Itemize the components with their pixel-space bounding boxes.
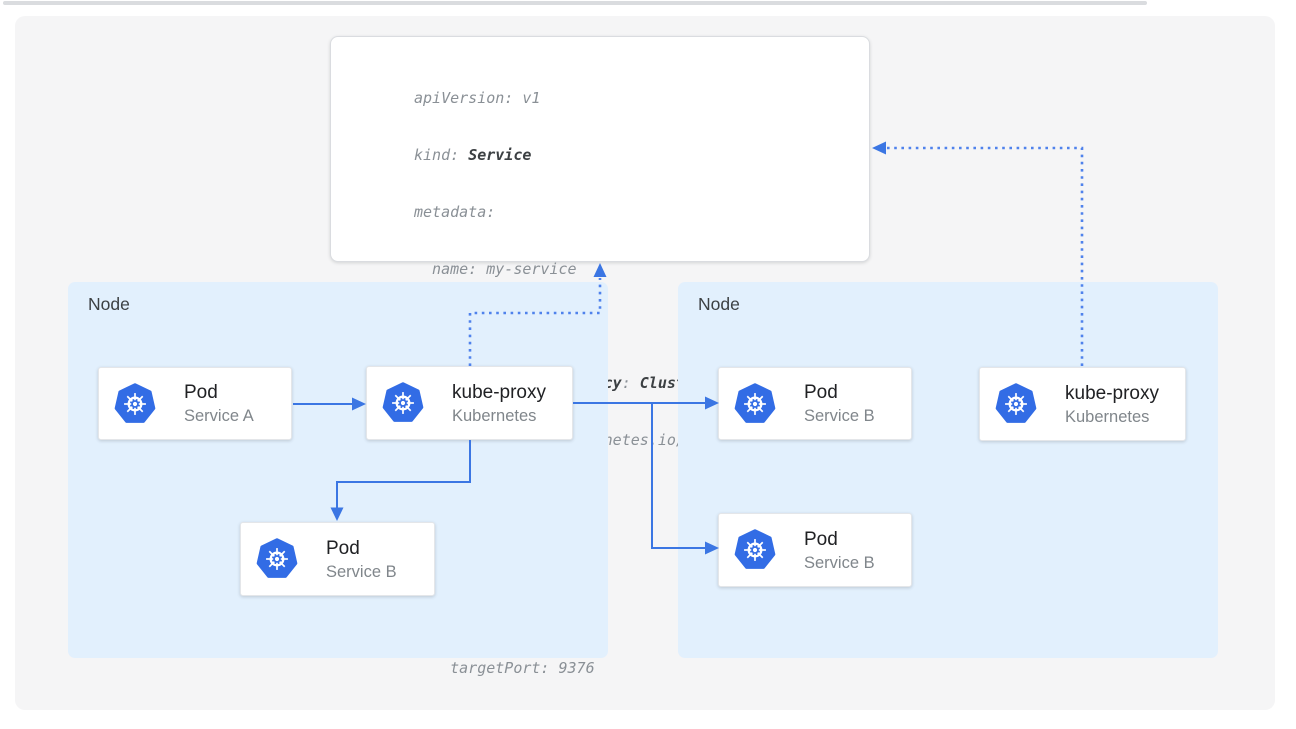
code-text: kind:	[414, 146, 469, 164]
yaml-line: apiVersion: v1	[414, 89, 784, 108]
node-label: Node	[88, 294, 130, 314]
box-subtitle: Service A	[184, 407, 254, 425]
code-text: metadata:	[414, 203, 496, 221]
box-title: kube-proxy	[1065, 382, 1159, 404]
box-subtitle: Kubernetes	[1065, 407, 1150, 426]
box-subtitle: Service B	[326, 562, 397, 581]
pod-service-b-left-box: Pod Service B	[240, 522, 435, 596]
node-right: Node	[678, 282, 1218, 658]
top-divider-bar	[3, 1, 1147, 5]
pod-service-b-right-bottom-box: Pod Service B	[718, 513, 912, 587]
code-text-bold: Service	[468, 146, 532, 164]
pod-service-b-right-top-box: Pod Service B	[718, 367, 912, 440]
pod-service-a-box: Pod Service A	[98, 367, 292, 440]
kubernetes-icon	[114, 383, 156, 425]
kubernetes-icon	[734, 529, 776, 571]
box-title: kube-proxy	[452, 381, 546, 403]
code-text: :	[621, 374, 640, 392]
kubernetes-icon	[734, 383, 776, 425]
yaml-line: metadata:	[414, 203, 784, 222]
box-title: Pod	[326, 537, 360, 559]
yaml-line: name: my-service	[414, 260, 784, 279]
service-yaml-card: apiVersion: v1 kind: Service metadata: n…	[330, 36, 870, 677]
kube-proxy-left-box: kube-proxy Kubernetes	[366, 366, 573, 440]
code-text: targetPort: 9376	[414, 659, 595, 677]
code-text: name: my-service	[414, 260, 577, 278]
node-label: Node	[698, 294, 740, 314]
kubernetes-icon	[995, 383, 1037, 425]
node-left: Node	[68, 282, 608, 658]
kube-proxy-right-box: kube-proxy Kubernetes	[979, 367, 1186, 441]
yaml-line: targetPort: 9376	[414, 659, 784, 678]
kubernetes-icon	[256, 538, 298, 580]
code-text: apiVersion: v1	[414, 89, 541, 107]
box-subtitle: Service B	[804, 553, 875, 572]
yaml-line: kind: Service	[414, 146, 784, 165]
kubernetes-icon	[382, 382, 424, 424]
box-title: Pod	[804, 382, 838, 403]
box-title: Pod	[804, 528, 838, 550]
box-title: Pod	[184, 382, 218, 403]
box-subtitle: Service B	[804, 407, 875, 425]
box-subtitle: Kubernetes	[452, 406, 537, 425]
